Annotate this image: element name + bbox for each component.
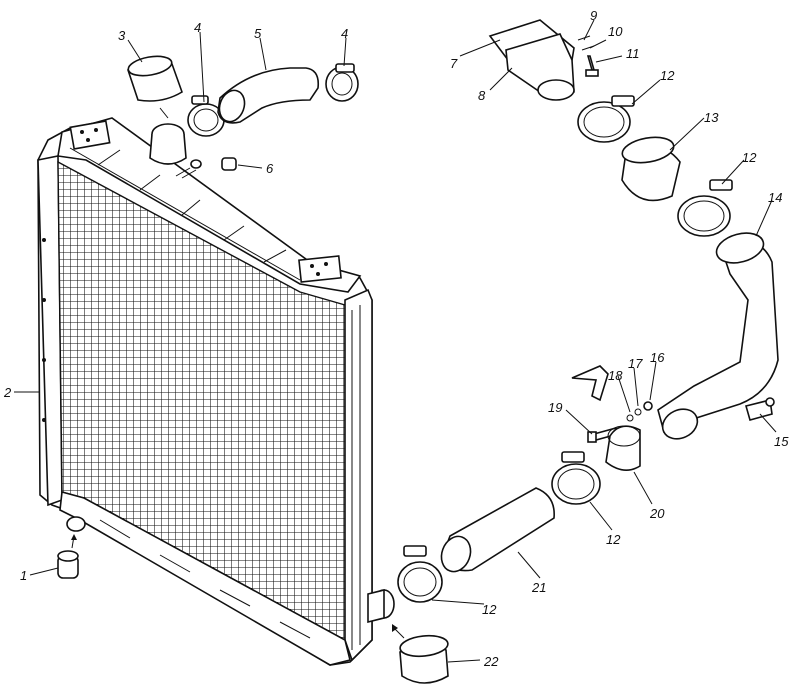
callout-14: 14 <box>768 190 782 205</box>
part-3-sleeve <box>127 55 183 119</box>
callout-21: 21 <box>531 580 546 595</box>
callout-6: 6 <box>266 161 274 176</box>
part-4-clamp-left <box>187 95 225 137</box>
callout-5: 5 <box>254 26 262 41</box>
callout-8: 8 <box>478 88 486 103</box>
callout-13: 13 <box>704 110 719 125</box>
part-12-clamp-top <box>577 95 635 143</box>
callout-7: 7 <box>450 56 458 71</box>
leader-lines <box>14 19 777 663</box>
part-8-elbow-pipe <box>488 19 575 101</box>
part-21-hose <box>440 487 555 573</box>
callout-2: 2 <box>3 385 12 400</box>
callout-12-bottom: 12 <box>482 602 497 617</box>
callout-18: 18 <box>608 368 623 383</box>
part-4-clamp-right <box>325 63 359 102</box>
callout-3: 3 <box>118 28 126 43</box>
callout-12-top: 12 <box>660 68 675 83</box>
part-13-hose <box>621 136 681 202</box>
callout-12-middle: 12 <box>606 532 621 547</box>
part-5-bent-hose <box>217 67 320 124</box>
callout-12-upper-right: 12 <box>742 150 757 165</box>
callout-17: 17 <box>628 356 643 371</box>
callout-4-left: 4 <box>194 20 201 35</box>
callout-11: 11 <box>626 46 640 61</box>
part-14-bent-pipe <box>657 232 779 440</box>
part-22-sleeve <box>392 624 449 684</box>
callout-20: 20 <box>649 506 665 521</box>
bracket <box>571 365 609 402</box>
callout-1: 1 <box>20 568 27 583</box>
part-20-strap-clamp <box>605 425 641 471</box>
part-16-18-fasteners <box>626 401 653 422</box>
radiator-outlet <box>367 588 395 624</box>
callout-10: 10 <box>608 24 623 39</box>
callout-9: 9 <box>590 8 597 23</box>
callout-22: 22 <box>483 654 499 669</box>
part-15-fitting <box>745 397 775 421</box>
part-12-clamp-bottom <box>397 545 443 603</box>
callout-15: 15 <box>774 434 789 449</box>
part-9-11-fasteners <box>577 35 599 77</box>
radiator <box>37 117 395 666</box>
callout-4-right: 4 <box>341 26 348 41</box>
callout-19: 19 <box>548 400 562 415</box>
callout-labels: 1 2 3 4 5 4 6 7 8 9 10 11 12 13 12 14 15… <box>3 8 789 669</box>
part-12-clamp-middle <box>551 451 601 505</box>
part-1-drain-plug <box>57 534 79 579</box>
callout-16: 16 <box>650 350 665 365</box>
part-12-clamp-upper-right <box>677 179 733 237</box>
part-6-plug <box>175 157 237 179</box>
radiator-inlet-neck <box>149 123 187 165</box>
